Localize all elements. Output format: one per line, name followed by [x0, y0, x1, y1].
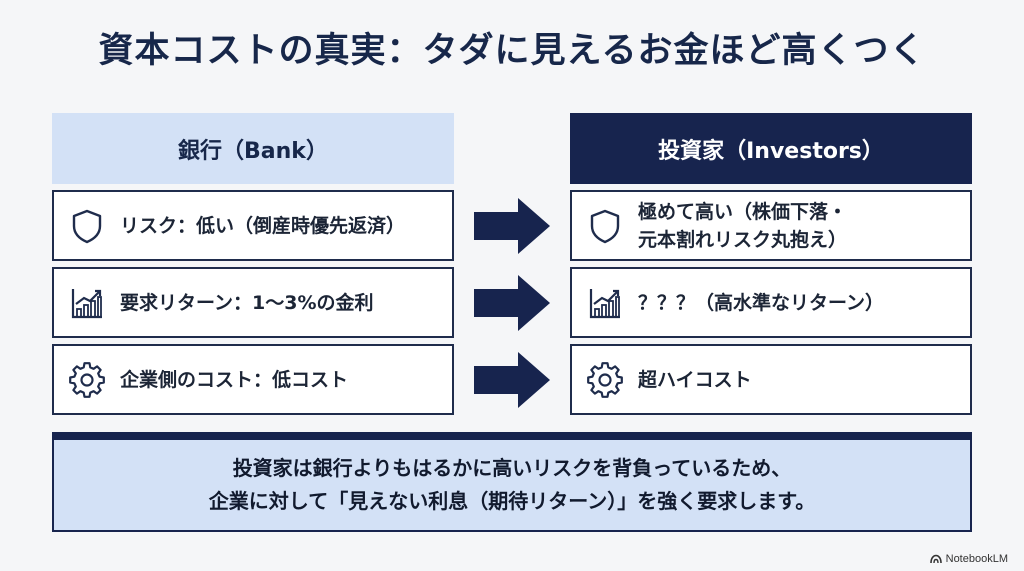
bank-cost-text: 企業側のコスト：低コスト — [120, 368, 349, 391]
investors-column-header: 投資家（Investors） — [570, 113, 972, 184]
arrow-right-icon — [474, 275, 550, 331]
investors-risk-card: 極めて高い（株価下落・ 元本割れリスク丸抱え） — [570, 190, 972, 261]
summary-box: 投資家は銀行よりもはるかに高いリスクを背負っているため、 企業に対して「見えない… — [52, 432, 972, 532]
investors-risk-line1: 極めて高い（株価下落・ — [638, 200, 848, 223]
bank-return-text: 要求リターン：1〜3%の金利 — [120, 291, 374, 314]
notebooklm-watermark: NotebookLM — [929, 553, 1008, 565]
investors-return-card: ？？？（高水準なリターン） — [570, 267, 972, 338]
arrow-right-icon — [474, 198, 550, 254]
bank-return-card: 要求リターン：1〜3%の金利 — [52, 267, 454, 338]
investors-risk-line2: 元本割れリスク丸抱え） — [638, 228, 848, 251]
bank-cost-card: 企業側のコスト：低コスト — [52, 344, 454, 415]
shield-icon — [586, 207, 624, 245]
summary-line-1: 投資家は銀行よりもはるかに高いリスクを背負っているため、 — [232, 456, 792, 480]
investors-return-text: ？？？（高水準なリターン） — [638, 291, 885, 314]
slide-title: 資本コストの真実：タダに見えるお金ほど高くつく — [98, 31, 926, 71]
investors-cost-card: 超ハイコスト — [570, 344, 972, 415]
bank-risk-card: リスク：低い（倒産時優先返済） — [52, 190, 454, 261]
bank-column-header: 銀行（Bank） — [52, 113, 454, 184]
growth-chart-icon — [68, 284, 106, 322]
summary-line-2: 企業に対して「見えない利息（期待リターン）」を強く要求します。 — [208, 489, 816, 513]
bank-risk-text: リスク：低い（倒産時優先返済） — [120, 214, 406, 237]
investors-risk-text: 極めて高い（株価下落・ 元本割れリスク丸抱え） — [638, 198, 847, 254]
arrow-right-icon — [474, 352, 550, 408]
brand-label: NotebookLM — [945, 553, 1008, 565]
shield-icon — [68, 207, 106, 245]
investors-cost-text: 超ハイコスト — [638, 368, 752, 391]
notebooklm-logo-icon — [929, 554, 942, 564]
gear-icon — [586, 361, 624, 399]
gear-icon — [68, 361, 106, 399]
growth-chart-icon — [586, 284, 624, 322]
